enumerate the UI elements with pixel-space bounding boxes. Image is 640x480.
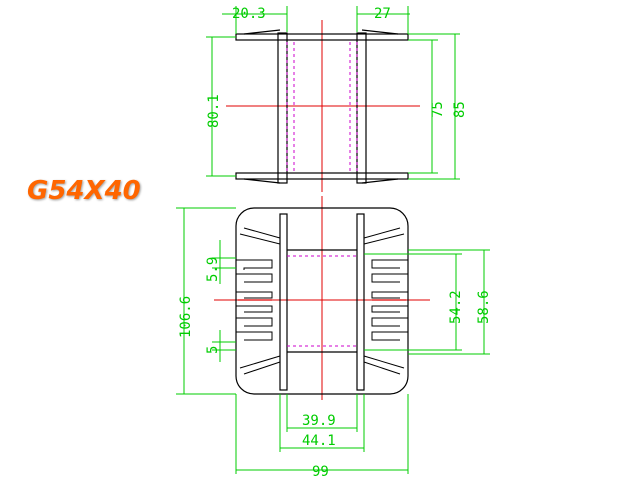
dim-pin-pitch: 5.9	[205, 257, 221, 282]
dim-inner-right: 75	[430, 101, 446, 118]
dim-overall-right: 85	[452, 101, 468, 118]
top-view-dimensions	[206, 6, 460, 180]
bottom-view: 5.9 106.6 5 54.2 58.6 39.9 44.1 99	[176, 196, 492, 480]
bobbin-fillets	[239, 227, 405, 375]
bottom-view-dimensions	[176, 207, 490, 474]
hidden-lines-top	[286, 42, 358, 172]
dim-outer-height: 58.6	[476, 290, 492, 324]
pins-right	[371, 259, 408, 341]
dim-height: 106.6	[178, 296, 194, 338]
model-label: G54X40	[27, 176, 141, 206]
dim-left-flange: 20.3	[232, 6, 266, 22]
dim-outer-width: 44.1	[302, 433, 336, 449]
top-view: 20.3 27 80.1 75 85	[206, 6, 468, 192]
dim-pin-gap: 5	[205, 346, 221, 354]
dim-total-width: 99	[312, 464, 329, 480]
dim-window-width: 39.9	[302, 413, 336, 429]
dim-overall-left: 80.1	[206, 94, 222, 128]
dim-window-height: 54.2	[448, 290, 464, 324]
dim-right-flange: 27	[374, 6, 391, 22]
bobbin-walls	[279, 213, 365, 391]
pins-left	[236, 259, 273, 341]
bobbin-body-outline	[235, 207, 409, 395]
